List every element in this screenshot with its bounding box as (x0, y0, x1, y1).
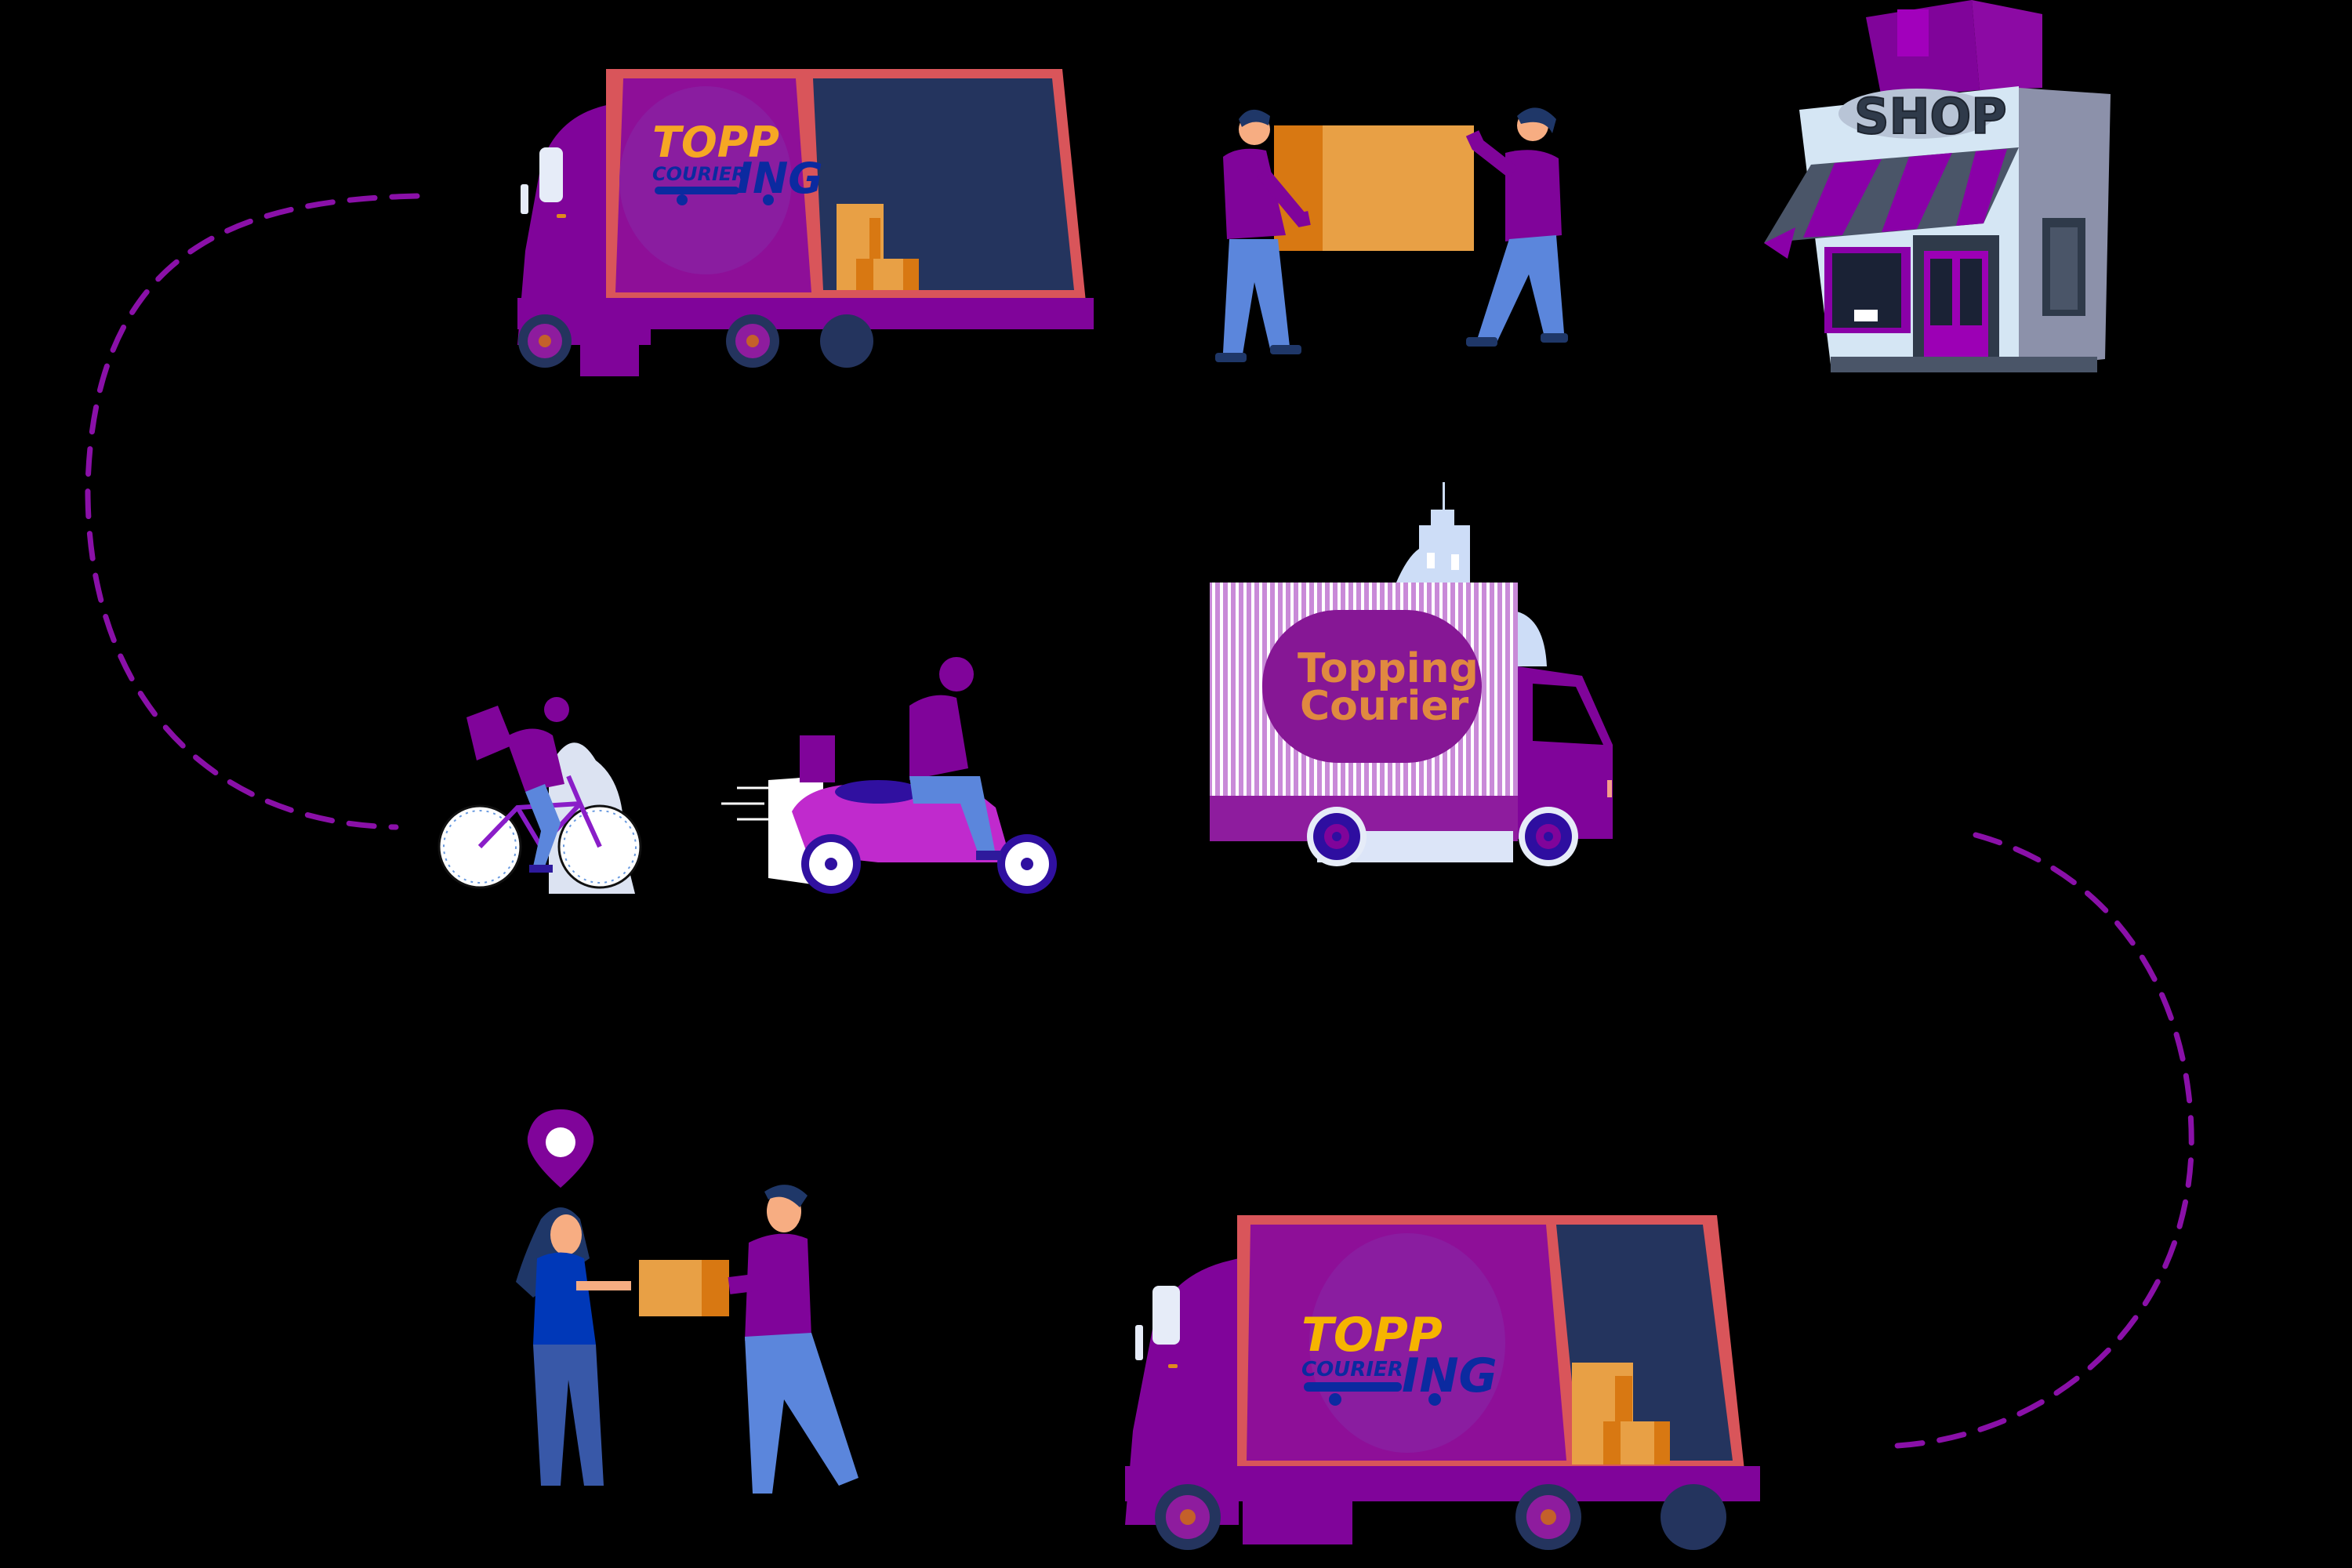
svg-text:Courier: Courier (1300, 683, 1469, 730)
wheel-icon (1519, 807, 1578, 866)
wheel-icon (1155, 1484, 1221, 1550)
delivery-box (800, 735, 835, 782)
topping-courier-badge (1262, 610, 1482, 763)
truck-top: TOPP COURIER ING (494, 63, 1105, 376)
helmet (939, 657, 974, 691)
svg-text:ING: ING (1402, 1348, 1497, 1403)
handover-scene (502, 1109, 862, 1564)
truck-bottom: TOPP COURIER ING (1113, 1211, 1772, 1564)
wheel-icon (820, 314, 873, 368)
svg-text:TOPP: TOPP (652, 118, 779, 167)
wheel-icon (726, 314, 779, 368)
svg-text:TOPP: TOPP (1301, 1308, 1443, 1363)
cab-window (539, 147, 563, 202)
svg-text:ING: ING (737, 154, 823, 203)
delivery-backpack (466, 706, 514, 760)
cab-window (1533, 684, 1603, 745)
courier-man (728, 1185, 858, 1494)
shop-sign: SHOP (1854, 88, 2007, 145)
cab-window (1152, 1286, 1180, 1345)
customer-woman (516, 1207, 631, 1486)
route-right-loop (1878, 832, 2194, 1450)
scooter-wheel-icon (801, 834, 861, 894)
topping-logo: TOPP COURIER ING (1301, 1308, 1497, 1406)
svg-text:Topping: Topping (1298, 645, 1479, 692)
svg-text:COURIER: COURIER (1301, 1358, 1403, 1381)
route-left-loop (85, 193, 420, 830)
truck-chassis (517, 298, 1094, 329)
truck-cab (1125, 1258, 1239, 1525)
truck-city: Topping Courier (1207, 470, 1819, 909)
wheel-icon (1661, 1484, 1726, 1550)
scooter-wheel-icon (997, 834, 1057, 894)
wheel-icon (1515, 1484, 1581, 1550)
worker-right (1465, 107, 1568, 347)
wheel-icon (1307, 807, 1367, 866)
wheel-icon (518, 314, 572, 368)
loading-scene (1207, 102, 1568, 376)
topping-logo: TOPP COURIER ING (652, 118, 823, 205)
location-pin-icon (527, 1109, 594, 1188)
svg-text:COURIER: COURIER (652, 163, 746, 185)
bicycle-courier (431, 674, 682, 902)
truck-chassis (1125, 1466, 1760, 1501)
shop-building: SHOP (1748, 0, 2156, 384)
worker-left (1215, 109, 1311, 362)
speed-lines (721, 786, 768, 821)
scooter-courier (721, 651, 1082, 902)
